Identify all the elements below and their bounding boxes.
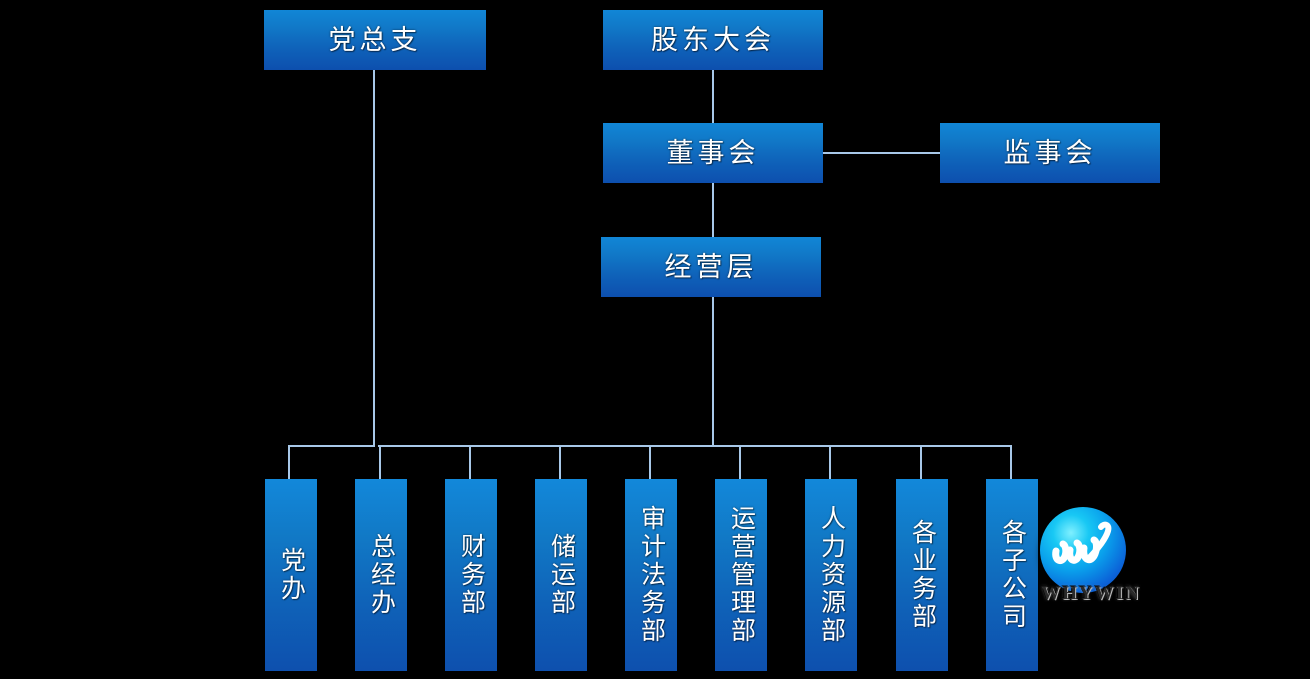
- logo-w-monogram-icon: [1052, 521, 1112, 565]
- node-label-party-branch: 党总支: [328, 24, 422, 55]
- node-dept-human-resources[interactable]: 人力资源部: [805, 479, 857, 671]
- node-label-board-of-directors: 董事会: [666, 137, 760, 168]
- node-label-supervisory-board: 监事会: [1003, 137, 1097, 168]
- node-label-dept-storage-transport: 储运部: [547, 533, 575, 617]
- connector-drop-business-units: [920, 445, 922, 481]
- connector-drop-storage-transport: [559, 445, 561, 481]
- node-label-dept-party-office: 党办: [277, 547, 305, 603]
- node-party-branch[interactable]: 党总支: [264, 10, 486, 70]
- node-dept-finance[interactable]: 财务部: [445, 479, 497, 671]
- node-dept-storage-transport[interactable]: 储运部: [535, 479, 587, 671]
- connector-drop-operations-mgmt: [739, 445, 741, 481]
- node-label-dept-finance: 财务部: [457, 533, 485, 617]
- connector-board-to-management: [712, 183, 714, 239]
- connector-drop-party-office: [288, 445, 290, 481]
- connector-drop-human-resources: [829, 445, 831, 481]
- connector-party-branch-elbow: [288, 445, 375, 447]
- node-label-dept-gm-office: 总经办: [367, 533, 395, 617]
- connector-board-to-supervisory: [822, 152, 942, 154]
- logo-wordmark: WHYWIN: [1041, 583, 1141, 604]
- node-label-dept-audit-legal: 审计法务部: [637, 505, 665, 645]
- node-label-dept-operations-management: 运营管理部: [727, 505, 755, 645]
- node-dept-subsidiaries[interactable]: 各子公司: [986, 479, 1038, 671]
- connector-drop-finance: [469, 445, 471, 481]
- node-label-shareholders-meeting: 股东大会: [651, 24, 775, 55]
- node-label-dept-human-resources: 人力资源部: [817, 505, 845, 645]
- connector-drop-subsidiaries: [1010, 445, 1012, 481]
- node-label-dept-business-units: 各业务部: [908, 519, 936, 631]
- connector-distribution-bar: [378, 445, 1012, 447]
- node-label-dept-subsidiaries: 各子公司: [998, 519, 1026, 631]
- node-dept-business-units[interactable]: 各业务部: [896, 479, 948, 671]
- node-management-layer[interactable]: 经营层: [601, 237, 821, 297]
- node-dept-party-office[interactable]: 党办: [265, 479, 317, 671]
- node-label-management-layer: 经营层: [664, 251, 758, 282]
- node-dept-audit-legal[interactable]: 审计法务部: [625, 479, 677, 671]
- node-dept-gm-office[interactable]: 总经办: [355, 479, 407, 671]
- node-supervisory-board[interactable]: 监事会: [940, 123, 1160, 183]
- connector-party-branch-stem: [373, 70, 375, 447]
- connector-management-stem: [712, 295, 714, 447]
- connector-drop-gm-office: [379, 445, 381, 481]
- connector-shareholders-to-board: [712, 70, 714, 125]
- node-shareholders-meeting[interactable]: 股东大会: [603, 10, 823, 70]
- connector-drop-audit-legal: [649, 445, 651, 481]
- company-logo: WHYWIN: [1032, 505, 1152, 623]
- node-dept-operations-management[interactable]: 运营管理部: [715, 479, 767, 671]
- node-board-of-directors[interactable]: 董事会: [603, 123, 823, 183]
